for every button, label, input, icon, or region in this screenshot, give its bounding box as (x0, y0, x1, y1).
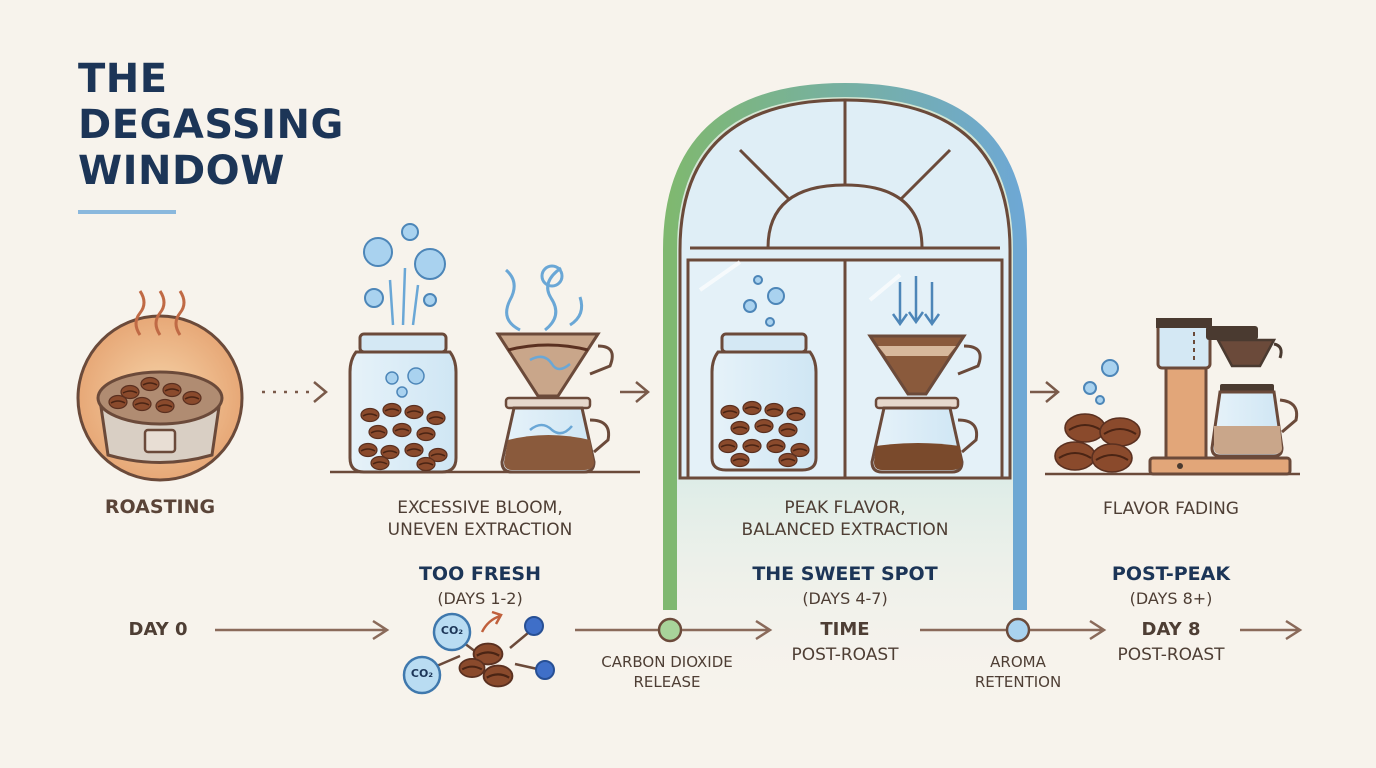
co2-release-line-2: RELEASE (633, 673, 701, 691)
phase-post-peak-range: (DAYS 8+) (1129, 589, 1213, 608)
drip-coffee-maker-icon (1148, 318, 1299, 476)
aroma-retention-line-2: RETENTION (974, 673, 1062, 691)
stage-fading-label: FLAVOR FADING (1103, 499, 1239, 519)
aroma-retention-label: AROMA RETENTION (975, 652, 1061, 692)
timeline-time-label: TIME (820, 619, 870, 640)
phase-post-peak-name: POST-PEAK (1111, 563, 1231, 585)
phase-sweet-spot-name: THE SWEET SPOT (752, 563, 938, 585)
window-pour-over-icon (867, 276, 982, 474)
turbulent-pour-over-icon (495, 264, 614, 474)
title-underline (78, 210, 176, 214)
title-line-1: THE (78, 56, 168, 102)
stage-excessive-line-1: EXCESSIVE BLOOM, (397, 498, 563, 518)
phase-too-fresh-name: TOO FRESH (418, 563, 542, 585)
stage-excessive-line-2: UNEVEN EXTRACTION (387, 520, 573, 540)
timeline-day8-label: DAY 8 (1141, 619, 1201, 640)
co2-label-a: CO₂ (440, 624, 464, 637)
co2-molecules (402, 610, 555, 695)
page-title: THE DEGASSING WINDOW (78, 56, 344, 194)
title-line-3: WINDOW (78, 148, 285, 194)
timeline-day8-sub: POST-ROAST (1117, 645, 1225, 665)
stage-peak-label: PEAK FLAVOR, BALANCED EXTRACTION (742, 497, 949, 541)
stage-peak-line-2: BALANCED EXTRACTION (741, 520, 949, 540)
bubbling-jar-icon (348, 223, 458, 474)
title-line-2: DEGASSING (78, 102, 344, 148)
dotted-arrow (262, 381, 328, 403)
timeline (215, 617, 1303, 643)
stage-excessive-label: EXCESSIVE BLOOM, UNEVEN EXTRACTION (388, 497, 573, 541)
co2-label-b: CO₂ (410, 667, 434, 680)
roaster-icon (76, 290, 244, 482)
co2-release-label: CARBON DIOXIDE RELEASE (601, 652, 733, 692)
stage-peak-line-1: PEAK FLAVOR, (784, 498, 906, 518)
window-jar-icon (710, 275, 818, 472)
timeline-time-sub: POST-ROAST (791, 645, 899, 665)
aroma-retention-line-1: AROMA (990, 653, 1046, 671)
phase-too-fresh-range: (DAYS 1-2) (437, 589, 523, 608)
co2-release-line-1: CARBON DIOXIDE (601, 653, 733, 671)
phase-sweet-spot-range: (DAYS 4-7) (802, 589, 888, 608)
stage-roasting-label: ROASTING (104, 496, 216, 518)
coffee-beans-icon (1054, 359, 1141, 473)
timeline-day0-label: DAY 0 (128, 619, 188, 640)
